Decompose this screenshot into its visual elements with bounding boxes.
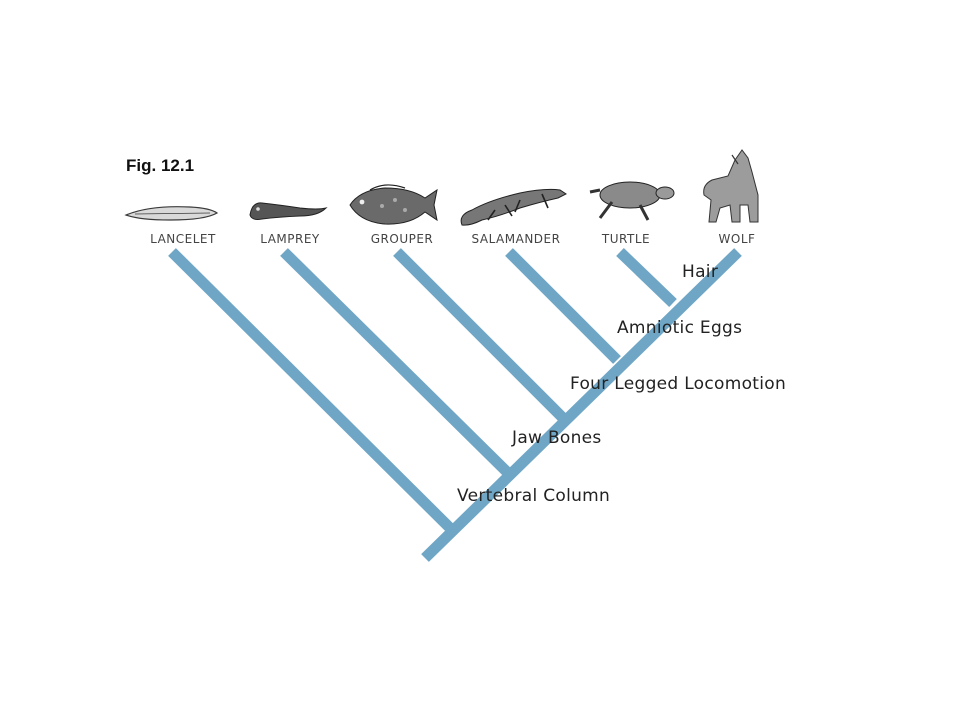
taxon-label-grouper: GROUPER — [370, 232, 434, 246]
trait-label-amniotic-eggs: Amniotic Eggs — [617, 318, 743, 338]
branch-grouper — [393, 248, 566, 421]
wolf-icon — [703, 149, 759, 223]
trait-label-vertebral-column: Vertebral Column — [457, 486, 611, 506]
branch-group — [168, 248, 742, 562]
taxon-label-wolf: WOLF — [718, 232, 756, 246]
taxon-label-turtle: TURTLE — [601, 232, 651, 246]
grouper-icon — [349, 184, 438, 225]
branch-salamander — [505, 248, 621, 364]
trunk — [421, 248, 742, 562]
figure-title: Fig. 12.1 — [126, 156, 195, 175]
trait-label-four-legged: Four Legged Locomotion — [570, 374, 787, 394]
branch-turtle — [616, 248, 677, 307]
branch-lamprey — [280, 248, 511, 476]
lancelet-icon — [124, 206, 219, 221]
turtle-icon — [589, 181, 675, 221]
trait-label-hair: Hair — [682, 262, 719, 282]
taxon-label-salamander: SALAMANDER — [471, 232, 561, 246]
salamander-icon — [460, 188, 567, 226]
branch-lancelet — [168, 248, 456, 534]
lamprey-icon — [249, 202, 328, 220]
taxon-label-lancelet: LANCELET — [150, 232, 216, 246]
taxon-label-lamprey: LAMPREY — [260, 232, 320, 246]
trait-label-jaw-bones: Jaw Bones — [512, 428, 602, 448]
